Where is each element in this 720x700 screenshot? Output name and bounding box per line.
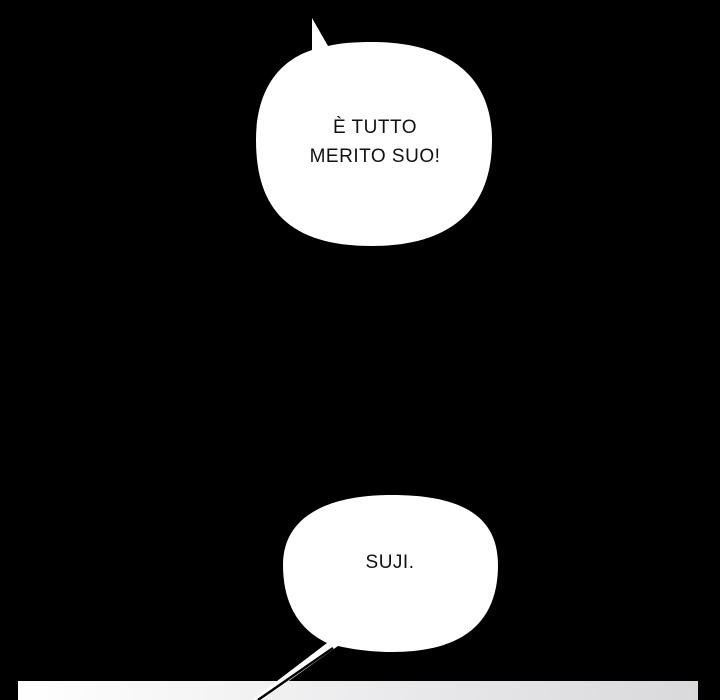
speech-line: SUJI. [365,552,415,573]
speech-text-2: SUJI. [330,548,450,577]
lower-panel [18,681,698,700]
speech-line: MERITO SUO! [309,146,441,167]
tail-stroke [257,646,334,700]
speech-line: È TUTTO [332,117,418,138]
speech-text-1: È TUTTO MERITO SUO! [290,113,460,171]
speech-bubble-2 [252,495,498,700]
speech-bubble-1 [256,18,492,246]
